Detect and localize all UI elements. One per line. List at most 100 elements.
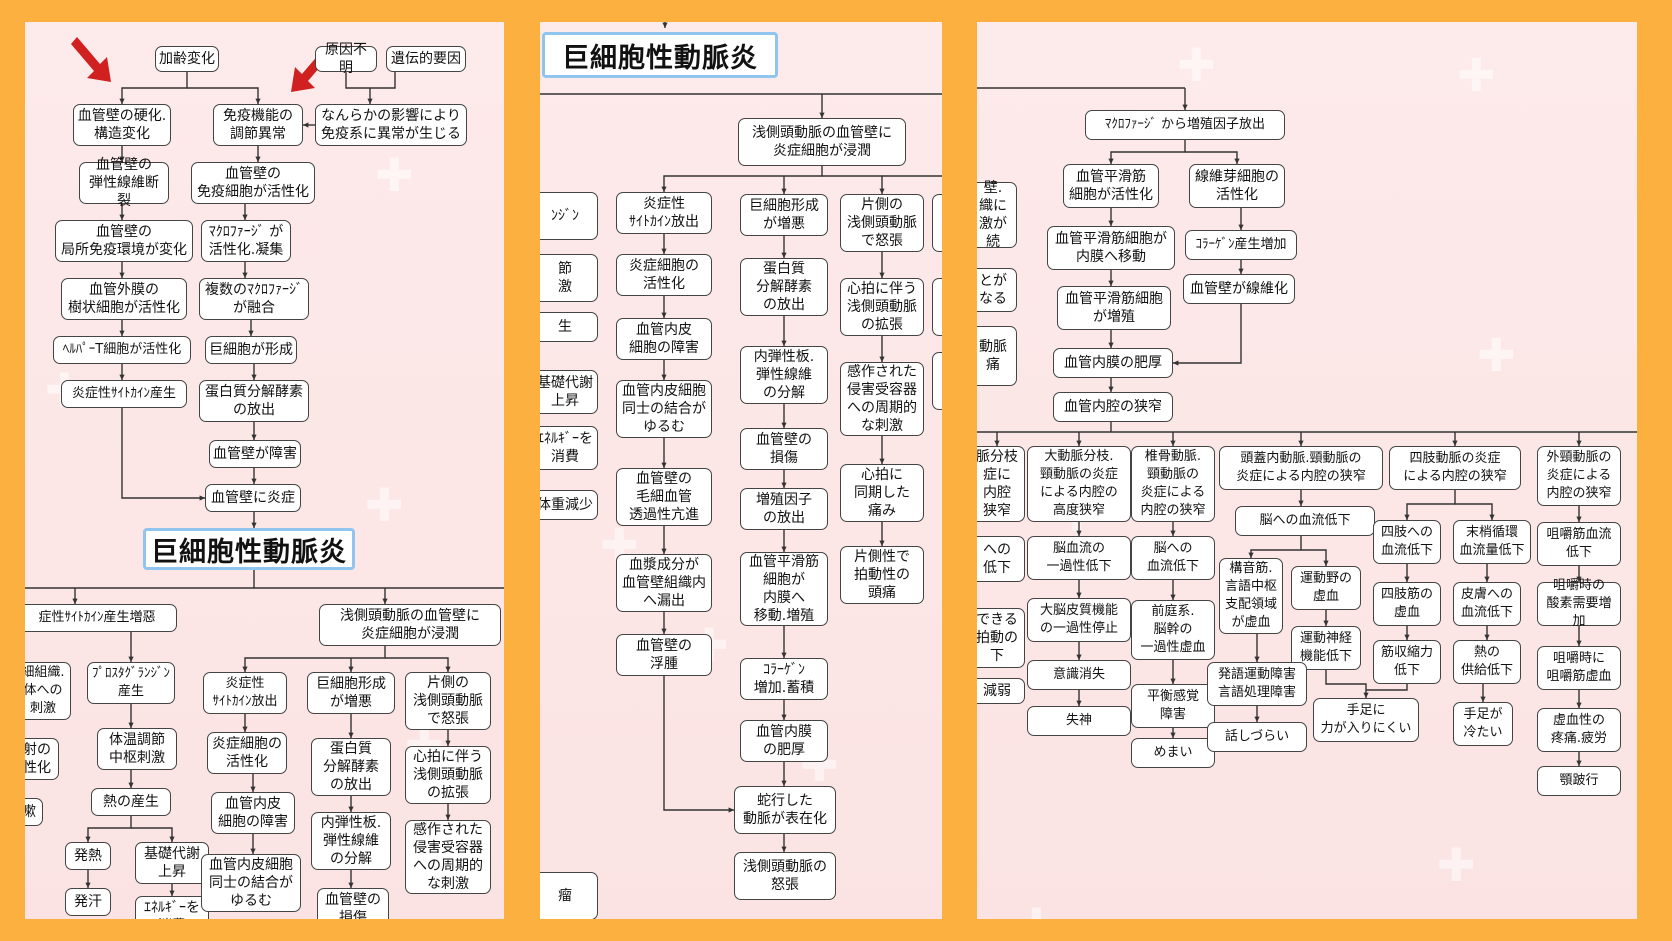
medical-cross-icon: ✚ (1457, 48, 1496, 102)
flow-node: 発語運動障害 言語処理障害 (1207, 662, 1307, 706)
flow-node: 血管内皮 細胞の障害 (616, 318, 712, 360)
flow-node: 失神 (1027, 706, 1131, 736)
arrowhead (879, 540, 885, 546)
arrowhead (1108, 342, 1114, 348)
flow-node: 感作された 侵害受容器 への周期的 な刺激 (405, 820, 491, 894)
flow-node: 血管壁の 弾性線維断裂 (79, 157, 169, 209)
arrowhead (1076, 654, 1082, 660)
flow-node: 発汗 (65, 888, 111, 916)
flow-node: 巨細胞形成 が増悪 (740, 194, 828, 236)
flow-node: 椎骨動脈. 頸動脈の 炎症による 内腔の狭窄 (1131, 446, 1215, 522)
arrowhead (169, 890, 175, 896)
flow-node: 大動脈分枝. 頸動脈の炎症 による内腔の 高度狭窄 (1027, 446, 1131, 522)
flow-node: 減弱 (977, 678, 1025, 704)
flow-node: ｺﾗｰｹﾞﾝ産生増加 (1185, 230, 1297, 260)
flow-node: 四肢動脈の炎症 による内腔の狭窄 (1389, 446, 1521, 490)
flow-node: 血管内膜 の肥厚 (740, 720, 828, 762)
flow-node: 咀嚼時の 酸素需要増加 (1537, 578, 1621, 629)
medical-cross-icon: ✚ (1177, 38, 1216, 92)
arrowhead (367, 98, 373, 104)
arrowhead (1480, 696, 1486, 702)
flow-node: 線維芽細胞の 活性化 (1189, 164, 1285, 208)
arrowhead (251, 434, 257, 440)
flow-node: ﾏｸﾛﾌｧｰｼﾞ から増殖因子放出 (1085, 110, 1285, 140)
arrowhead (199, 495, 205, 501)
flow-node (932, 278, 942, 336)
flow-node: 浅側頭動脈の 怒張 (734, 852, 836, 900)
flow-node: 血管平滑筋細胞が 内膜へ移動 (1047, 226, 1175, 270)
flow-node: 脳血流の 一過性低下 (1027, 536, 1131, 580)
arrowhead (1108, 220, 1114, 226)
flow-node: 増殖因子 の放出 (740, 488, 828, 530)
flow-node: とが なる (977, 268, 1017, 312)
arrowhead (819, 112, 825, 118)
flow-node: できる 拍動の 下 (977, 608, 1025, 668)
arrowhead (1108, 158, 1114, 164)
connector-layer (25, 72, 504, 896)
flow-node: 体温調節 中枢刺激 (97, 728, 177, 770)
flow-node: 片側の 浅側頭動脈 で怒張 (840, 194, 924, 252)
flow-node: 血管壁の 免疫細胞が活性化 (191, 162, 315, 204)
connector-line (87, 816, 132, 842)
connector-layer (540, 22, 942, 852)
flow-node: 節 激 (540, 254, 598, 302)
flow-node: 平衡感覚 障害 (1131, 684, 1215, 728)
arrowhead (348, 666, 354, 672)
flow-node: 運動野の 虚血 (1291, 566, 1361, 610)
flow-node: 動脈 痛 (977, 326, 1017, 386)
medical-cross-icon: ✚ (1477, 328, 1516, 382)
arrowhead (85, 836, 91, 842)
medical-cross-icon: ✚ (365, 478, 404, 532)
arrowhead (879, 458, 885, 464)
arrowhead (879, 356, 885, 362)
flow-node: ｴﾈﾙｷﾞｰを 消費 (540, 426, 598, 470)
arrowhead (1576, 640, 1582, 646)
arrowhead (251, 522, 257, 528)
flow-node: 熱の産生 (91, 788, 171, 816)
flow-node: 炎症細胞の 活性化 (616, 254, 712, 296)
flow-node: ﾍﾙﾊﾟｰT細胞が活性化 (53, 336, 191, 364)
arrowhead (72, 598, 78, 604)
flow-node: 血管壁が線維化 (1183, 274, 1295, 304)
arrowhead (1076, 440, 1082, 446)
flow-node: 内弾性板. 弾性線維 の分解 (311, 812, 391, 870)
flow-node: 血管内皮 細胞の障害 (211, 792, 295, 834)
flow-node: 血管壁の 浮腫 (616, 634, 712, 676)
arrowhead (1323, 560, 1329, 566)
flow-node: 遺伝的要因 (386, 46, 466, 72)
flow-node: 基礎代謝 上昇 (540, 370, 598, 414)
arrowhead (119, 330, 125, 336)
flow-node: 体重減少 (540, 490, 598, 520)
flow-node: めまい (1131, 738, 1215, 768)
arrowhead (781, 340, 787, 346)
arrowhead (1076, 700, 1082, 706)
flow-node: 血管外膜の 樹状細胞が活性化 (61, 278, 187, 320)
flow-node: 複数のﾏｸﾛﾌｧｰｼﾞ が融合 (199, 278, 309, 320)
arrowhead (348, 882, 354, 888)
connector-line (663, 166, 823, 192)
flow-node (932, 352, 942, 410)
connector-line (121, 408, 205, 499)
arrowhead (1173, 360, 1179, 366)
arrowhead (1170, 530, 1176, 536)
arrowhead (1576, 516, 1582, 522)
flow-node: 四肢への 血流低下 (1373, 520, 1441, 564)
flow-node: 血管内腔の狭窄 (1053, 392, 1173, 422)
arrowhead (250, 786, 256, 792)
flow-node: 蛋白質 分解酵素 の放出 (311, 738, 391, 796)
connector-line (663, 676, 734, 811)
connector-layer (977, 87, 1637, 766)
flow-node: 心拍に 同期した 痛み (840, 464, 924, 522)
arrowhead (1489, 514, 1495, 520)
arrowhead (1170, 594, 1176, 600)
flow-node: 生 (540, 312, 598, 342)
arrowhead (661, 374, 667, 380)
flow-node: 感作された 侵害受容器 への周期的 な刺激 (840, 362, 924, 436)
arrowhead (382, 598, 388, 604)
flow-node: 咀嚼筋血流 低下 (1537, 522, 1621, 566)
flow-node: 内弾性板. 弾性線維 の分解 (740, 346, 828, 404)
arrowhead (119, 98, 125, 104)
arrowhead (250, 848, 256, 854)
flow-node: 蛋白質分解酵素 の放出 (199, 380, 309, 422)
